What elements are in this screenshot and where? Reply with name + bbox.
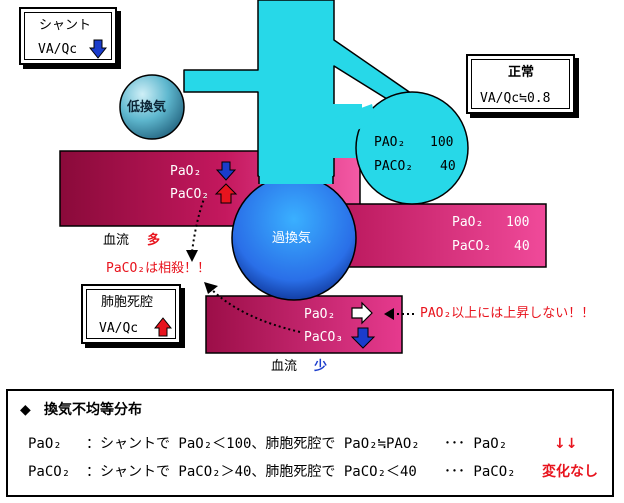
lower-flow-label: 血流 bbox=[271, 359, 298, 374]
dead-space-title: 肺胞死腔 bbox=[101, 295, 154, 310]
summary-row2-result: 変化なし bbox=[542, 464, 598, 480]
lower-paco2-label: PaCO₃ bbox=[304, 330, 344, 345]
normal-paco2-value: 40 bbox=[440, 159, 456, 174]
lower-flow-amount: 少 bbox=[314, 359, 328, 374]
hyper-vent-label: 過換気 bbox=[272, 231, 312, 246]
normal-pao2-value: 100 bbox=[430, 135, 454, 150]
summary-row1-result: ↓↓ bbox=[554, 436, 578, 452]
right-paco2-value: 40 bbox=[514, 239, 530, 254]
dead-space-dotted-arrow bbox=[209, 287, 301, 333]
low-vent-alveolus bbox=[119, 74, 185, 140]
dead-space-up-arrow-icon bbox=[154, 317, 172, 337]
upper-paco2-up-arrow-icon bbox=[214, 183, 238, 204]
upper-pao2-label: PaO₂ bbox=[170, 164, 202, 179]
summary-row1-dots: ･･･ PaO₂ bbox=[444, 436, 508, 452]
dead-space-ratio: VA/Qc bbox=[99, 321, 139, 336]
low-vent-label: 低換気 bbox=[127, 100, 167, 115]
lower-pao2-right-arrow-icon bbox=[351, 301, 373, 325]
dead-space-box: 肺胞死腔 VA/Qc bbox=[81, 284, 181, 344]
summary-row2-label: PaCO₂ bbox=[28, 464, 71, 480]
no-rise-annotation: PAO₂以上には上昇しない！！ bbox=[420, 306, 595, 321]
summary-row1-label: PaO₂ bbox=[28, 436, 62, 452]
shunt-down-arrow-icon bbox=[89, 39, 107, 59]
normal-alveolus bbox=[355, 91, 469, 205]
upper-pao2-down-arrow-icon bbox=[215, 161, 237, 181]
summary-bullet-icon: ◆ bbox=[20, 402, 31, 418]
right-paco2-label: PaCO₂ bbox=[452, 239, 492, 254]
upper-flow-amount: 多 bbox=[147, 233, 161, 248]
lower-pao2-label: PaO₂ bbox=[304, 307, 336, 322]
shunt-box: シャント VA/Qc bbox=[19, 7, 117, 65]
right-pao2-value: 100 bbox=[506, 215, 530, 230]
normal-ratio: VA/Qc≒0.8 bbox=[480, 91, 551, 106]
summary-title: 換気不均等分布 bbox=[44, 402, 142, 418]
summary-row1-text: ：シャントで PaO₂＜100、肺胞死腔で PaO₂≒PAO₂ bbox=[86, 436, 420, 452]
shunt-title: シャント bbox=[39, 18, 92, 33]
summary-row2-dots: ･･･ PaCO₂ bbox=[444, 464, 516, 480]
shunt-ratio: VA/Qc bbox=[38, 42, 78, 57]
offset-annotation: PaCO₂は相殺！！ bbox=[106, 261, 211, 276]
right-vessel bbox=[329, 203, 547, 268]
summary-row2-text: ：シャントで PaCO₂＞40、肺胞死腔で PaCO₂＜40 bbox=[86, 464, 417, 480]
summary-box: ◆ 換気不均等分布 PaO₂ ：シャントで PaO₂＜100、肺胞死腔で PaO… bbox=[6, 389, 614, 497]
right-pao2-label: PaO₂ bbox=[452, 215, 484, 230]
normal-paco2-label: PACO₂ bbox=[374, 159, 414, 174]
lower-paco2-down-arrow-icon bbox=[350, 327, 376, 349]
normal-title: 正常 bbox=[508, 65, 535, 80]
normal-pao2-label: PAO₂ bbox=[374, 135, 406, 150]
upper-flow-label: 血流 bbox=[103, 233, 130, 248]
normal-box: 正常 VA/Qc≒0.8 bbox=[466, 54, 575, 114]
upper-paco2-label: PaCO₂ bbox=[170, 187, 210, 202]
